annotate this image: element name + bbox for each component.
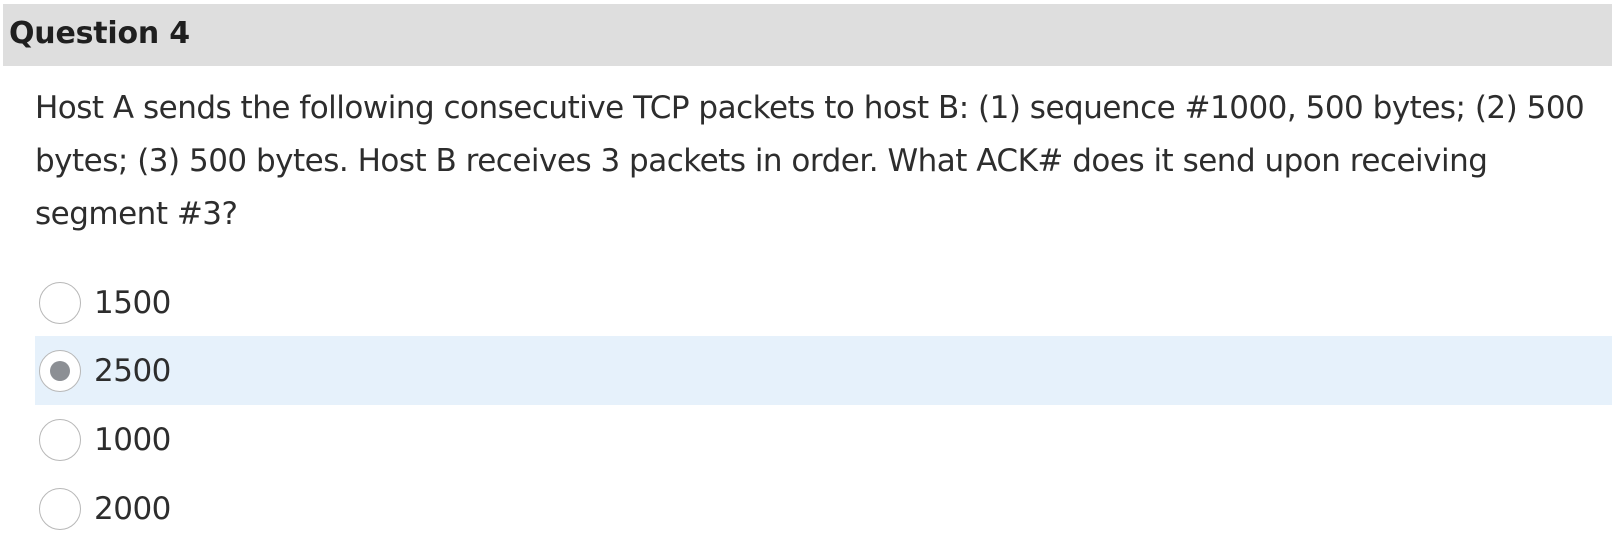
answer-label: 1000	[94, 421, 171, 458]
question-text: Host A sends the following consecutive T…	[35, 90, 1585, 232]
radio-button[interactable]	[39, 281, 81, 324]
radio-button[interactable]	[39, 418, 81, 461]
radio-button[interactable]	[39, 487, 81, 530]
answer-option-2000[interactable]: 2000	[35, 474, 1612, 543]
answer-option-2500[interactable]: 2500	[35, 336, 1612, 405]
radio-selected-dot-icon	[50, 360, 70, 381]
answer-label: 1500	[94, 284, 171, 321]
question-header: Question 4	[3, 4, 1612, 66]
answer-option-1000[interactable]: 1000	[35, 405, 1612, 474]
question-title: Question 4	[9, 16, 190, 51]
radio-button-selected[interactable]	[39, 349, 81, 392]
answer-label: 2500	[94, 352, 171, 389]
answer-option-1500[interactable]: 1500	[35, 268, 1612, 337]
answer-label: 2000	[94, 490, 171, 527]
